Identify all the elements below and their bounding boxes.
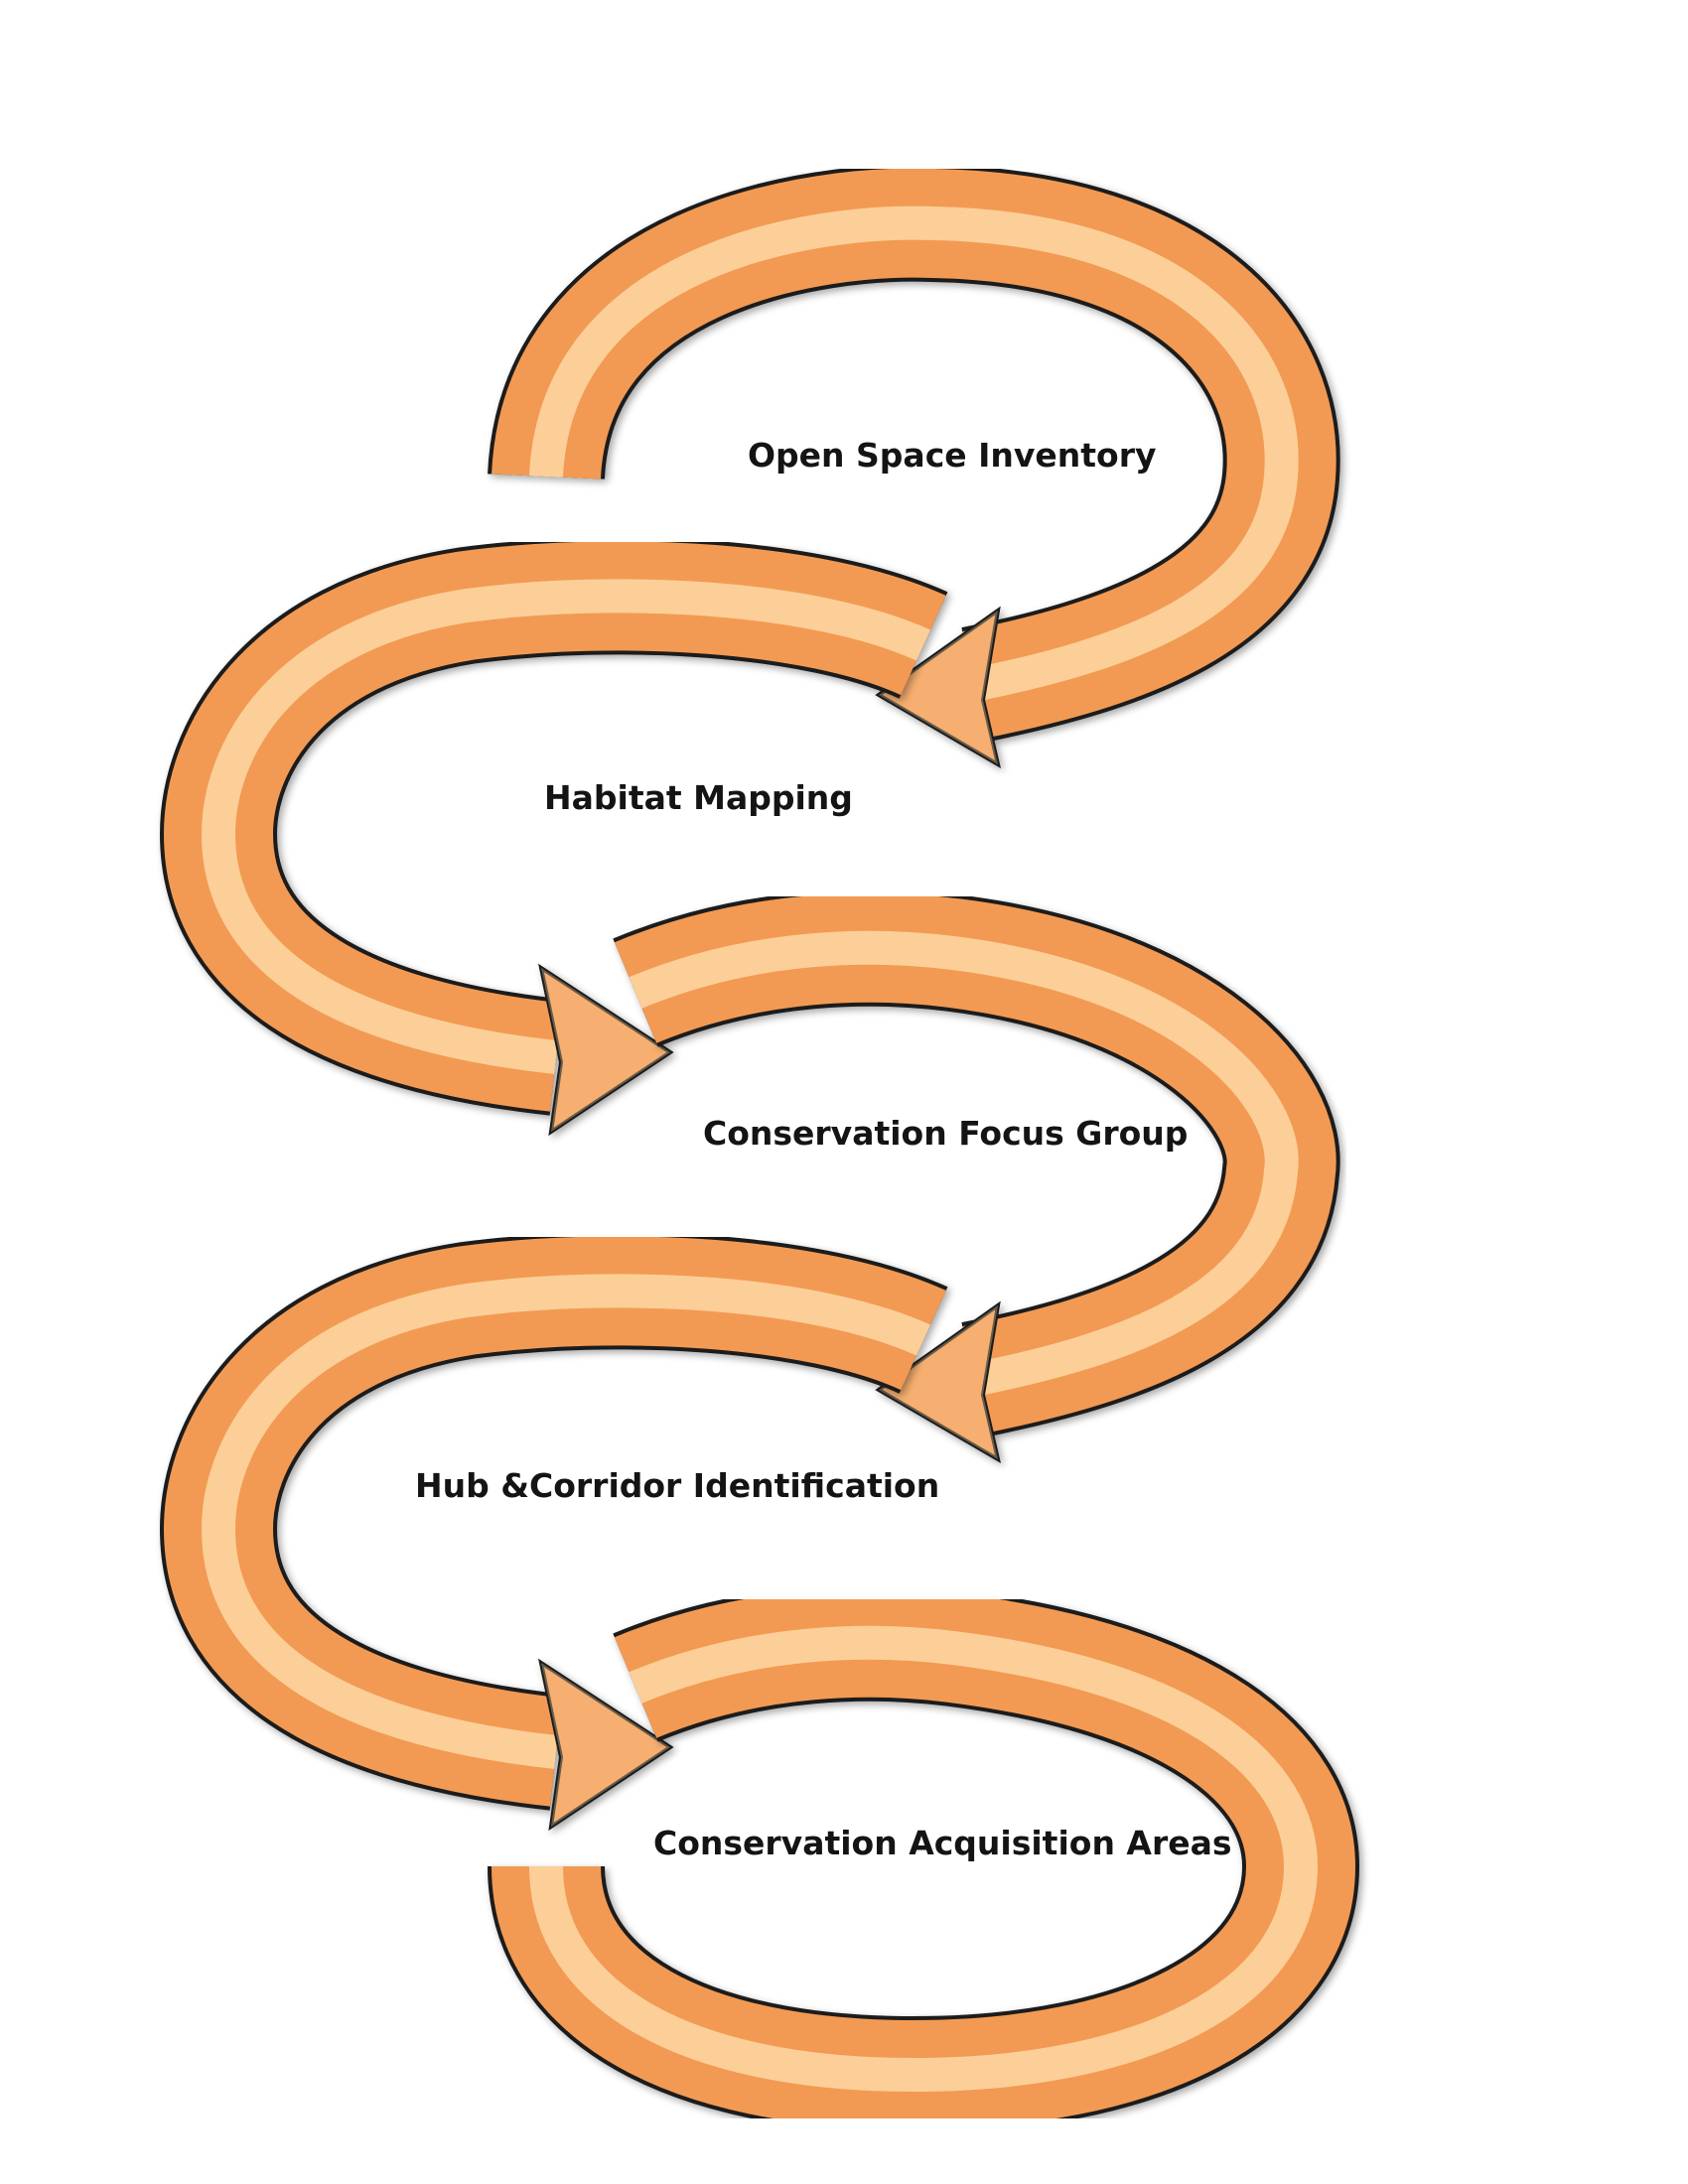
arrow-habitat-mapping	[159, 537, 948, 1137]
arrow-conservation-focus-group	[613, 888, 1340, 1464]
step-label-1: Open Space Inventory	[748, 436, 1157, 475]
arrow-conservation-acquisition-areas	[488, 1583, 1360, 2134]
step-label-5: Conservation Acquisition Areas	[653, 1824, 1232, 1862]
arrow-hub-corridor-identification	[159, 1232, 948, 1832]
arrow-open-space-inventory	[488, 164, 1340, 769]
step-label-4: Hub &Corridor Identification	[415, 1466, 939, 1505]
step-label-2: Habitat Mapping	[544, 778, 853, 817]
step-label-3: Conservation Focus Group	[703, 1114, 1188, 1153]
